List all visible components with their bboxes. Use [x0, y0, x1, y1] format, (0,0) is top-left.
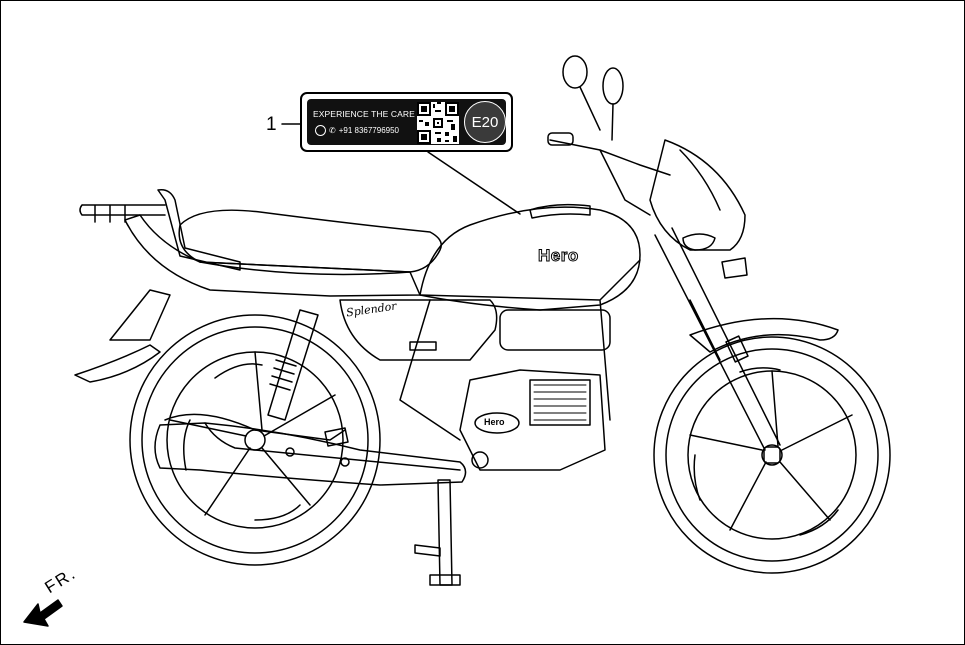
- chain-guard: [164, 413, 346, 441]
- front-direction-arrow: [23, 599, 63, 627]
- handlebar: [549, 139, 671, 176]
- right-mirror: [602, 67, 624, 105]
- side-panel: [124, 214, 421, 297]
- engine: [459, 309, 611, 471]
- label-tagline: EXPERIENCE THE CARE: [313, 109, 415, 119]
- headlamp-cowl: [649, 139, 746, 251]
- label-phone-number: +91 8367796950: [338, 126, 399, 135]
- rear-wheel: [129, 314, 381, 566]
- whatsapp-icon: [315, 125, 326, 136]
- leader-line: [427, 151, 521, 215]
- front-fork: [654, 227, 781, 451]
- phone-icon: ✆: [329, 126, 336, 135]
- side-stand: [437, 479, 453, 586]
- fuel-cap: [529, 203, 591, 219]
- front-mudguard: [689, 317, 839, 353]
- rear-shock: [267, 309, 319, 421]
- silencer: [154, 422, 467, 486]
- side-cover: [339, 299, 498, 361]
- label-contact: ✆ +91 8367796950: [315, 125, 399, 136]
- engine-brand-logo: Hero: [484, 417, 505, 427]
- footrest: [324, 427, 349, 447]
- qr-code-icon: [417, 102, 459, 144]
- front-wheel: [653, 336, 891, 574]
- rear-carrier: [79, 204, 166, 223]
- grab-rail: [157, 188, 241, 271]
- left-mirror: [562, 55, 588, 89]
- turn-indicator: [682, 233, 716, 251]
- rear-mudflap: [74, 344, 161, 383]
- tank-brand-logo: Hero: [538, 246, 579, 266]
- e20-fuel-label: EXPERIENCE THE CARE ✆ +91 8367796950 E20: [300, 92, 513, 152]
- callout-number: 1: [266, 114, 277, 135]
- fuel-tank: [419, 206, 641, 311]
- tail-light: [109, 289, 171, 341]
- e20-badge: E20: [464, 101, 506, 143]
- frame-tubes: [399, 259, 641, 441]
- label-background: EXPERIENCE THE CARE ✆ +91 8367796950 E20: [307, 99, 506, 145]
